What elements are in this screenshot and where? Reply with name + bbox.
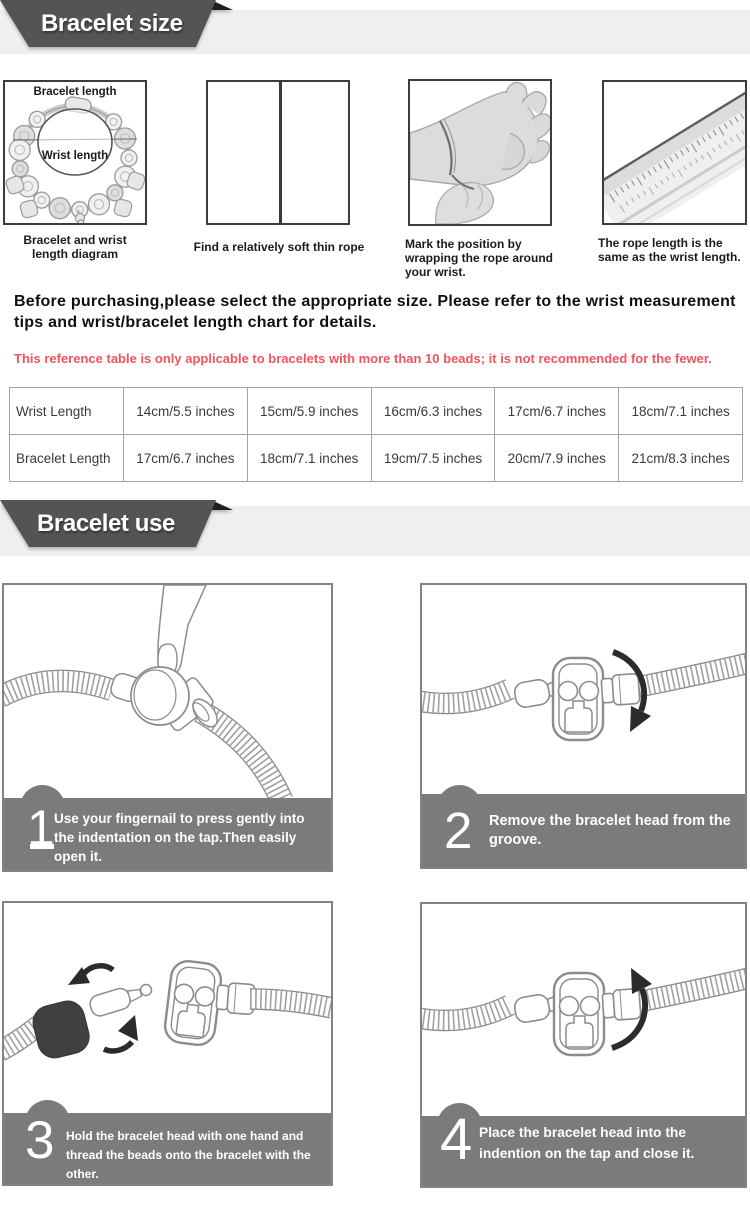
svg-text:Bracelet length: Bracelet length — [33, 86, 116, 98]
svg-text:Wrist length: Wrist length — [42, 150, 108, 162]
